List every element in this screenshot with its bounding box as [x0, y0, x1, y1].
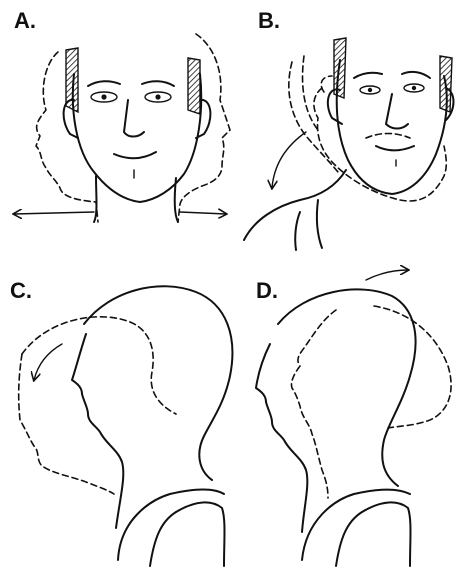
panel-b-right-hair [440, 56, 452, 112]
panel-c-shoulder-inner [176, 502, 225, 566]
panel-a-right-arrow [180, 212, 226, 214]
panel-b-left-pupil [368, 88, 372, 92]
panel-a-label: A. [14, 8, 36, 33]
panel-a-left-brow [88, 81, 120, 86]
panel-c-head-outline [84, 286, 232, 480]
panel-c-flexed-head [22, 317, 176, 414]
panel-c-shoulder [118, 490, 224, 561]
panel-d-extension-arrow [366, 270, 408, 280]
panel-c-chest [150, 512, 176, 566]
panel-a: A. [14, 8, 230, 222]
panel-a-left-arrow [14, 212, 94, 214]
panel-d-extended-face [291, 310, 336, 498]
panel-d-label: D. [256, 278, 278, 303]
panel-a-right-brow [142, 81, 174, 86]
panel-a-nose [124, 100, 144, 137]
panel-d-shoulder-inner [362, 502, 411, 566]
panel-a-neck-left [94, 176, 97, 222]
panel-a-neck-right [175, 178, 178, 222]
panel-b-neck-dashed-2 [303, 56, 318, 130]
panel-b-rotated-ear [321, 76, 332, 92]
panel-b-mouth-shifted [366, 134, 410, 139]
panel-b-nose [386, 94, 408, 129]
panel-b-left-hair [334, 38, 346, 98]
panel-d-face-profile [256, 344, 307, 532]
panel-b-neck-front-2 [317, 200, 322, 248]
panel-b-label: B. [258, 8, 280, 33]
panel-a-left-hair [66, 48, 78, 112]
panel-a-right-hair [188, 58, 200, 114]
panel-d-chest [336, 512, 362, 566]
panel-d-shoulder [302, 490, 410, 561]
panel-a-face-outline [73, 74, 201, 202]
panel-b-left-brow [354, 73, 382, 78]
panel-b-right-pupil [412, 86, 416, 90]
panel-a-mouth [114, 152, 156, 158]
panel-c-flexion-arrow [34, 344, 62, 380]
panel-b-neck-front [295, 212, 300, 250]
panel-b-mouth [376, 146, 414, 151]
panel-d-head-outline [278, 289, 416, 486]
panel-b-rotation-arrow [272, 132, 306, 188]
panel-a-right-pupil [155, 94, 160, 99]
panel-a-right-shifted-profile [178, 34, 230, 222]
panel-c: C. [10, 278, 232, 566]
panel-b: B. [244, 8, 454, 250]
panel-a-left-pupil [101, 94, 106, 99]
panel-c-face-profile [72, 334, 123, 528]
panel-c-flexed-face [19, 354, 114, 494]
panel-d: D. [256, 270, 451, 566]
panel-c-label: C. [10, 278, 32, 303]
panel-b-right-brow [402, 72, 430, 78]
